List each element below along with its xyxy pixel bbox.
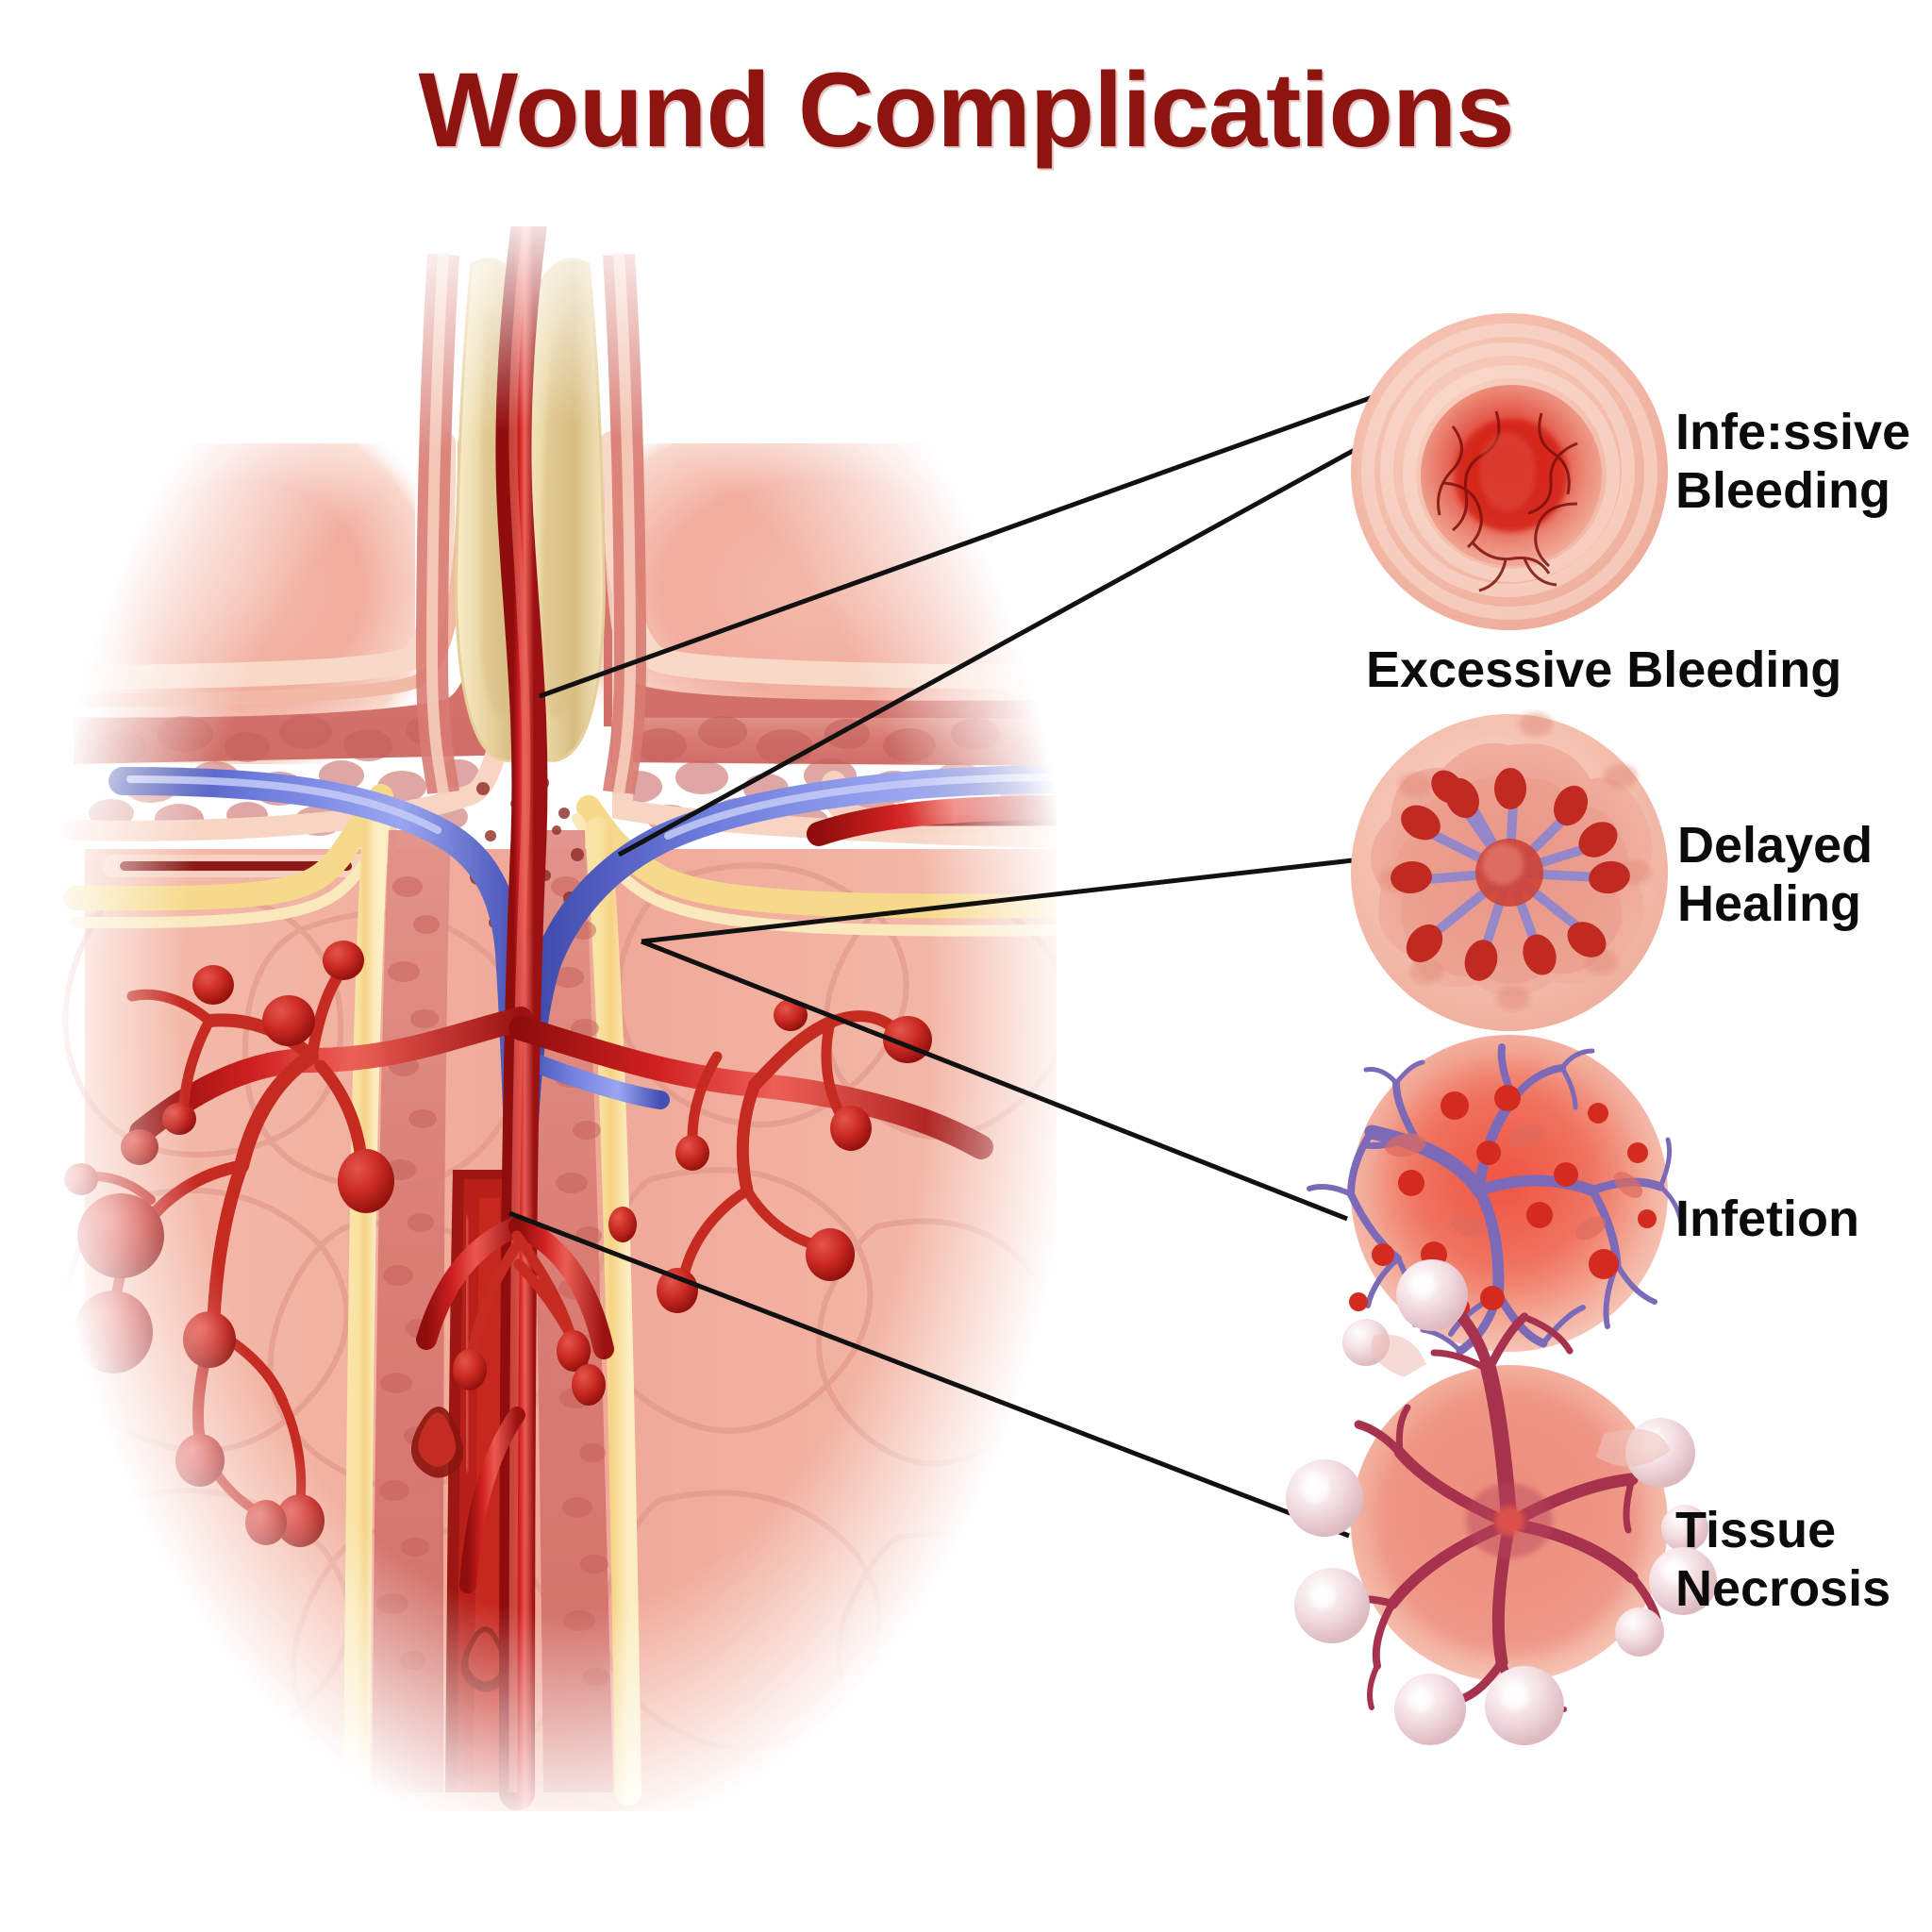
callout-circle-tissue-necrosis[interactable]: [1286, 1259, 1717, 1745]
callout-label-excessive-bleeding: Excessive Bleeding: [1366, 641, 1842, 698]
callout-label-infection: Infetion: [1675, 1191, 1859, 1247]
left-capillary-bulbs: [64, 941, 394, 1547]
right-skin-flap: [585, 431, 1078, 848]
central-artery: [129, 171, 993, 1810]
platelet-bulbs: [1391, 768, 1630, 981]
leader-lines: [508, 394, 1374, 1539]
page-title: Wound Complications: [418, 51, 1514, 169]
necrosis-membrane-flaps: [1371, 1334, 1670, 1467]
callout-circle-delayed-healing[interactable]: [1351, 712, 1668, 1031]
perilesional-capillary-bulbs: [453, 1207, 637, 1406]
leader-line-4: [641, 939, 1348, 1222]
callout-circle-infection[interactable]: [1307, 1035, 1684, 1356]
leader-line-1: [539, 394, 1374, 699]
leader-line-5: [508, 1210, 1350, 1539]
callout-label-tissue-necrosis: Tissue Necrosis: [1675, 1502, 1891, 1617]
skin-cross-section-illustration: [59, 171, 1080, 1811]
infection-cell-debris: [1385, 1124, 1643, 1241]
callout-circle-excessive-bleeding[interactable]: [1351, 313, 1668, 630]
callout-label-excessive-bleeding-top: Infe:ssive Bleeding: [1675, 404, 1911, 519]
leader-line-2: [617, 439, 1372, 858]
callout-label-delayed-healing: Delayed Healing: [1677, 817, 1874, 932]
leader-line-3: [641, 858, 1354, 944]
